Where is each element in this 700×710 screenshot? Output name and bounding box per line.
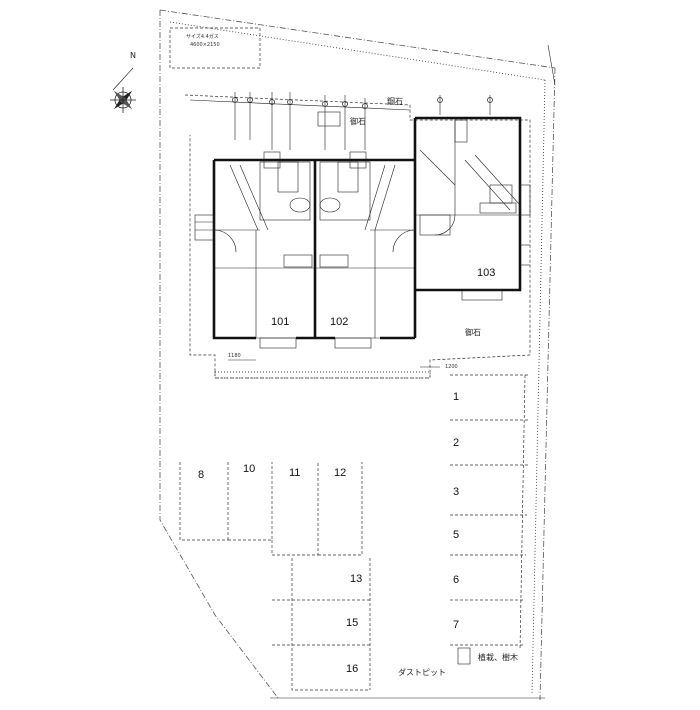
- room-102-label: 102: [330, 316, 348, 328]
- site-boundary: [159, 9, 556, 701]
- meter-box-title: サイズ4.4ガス: [186, 33, 219, 40]
- compass-north-label: N: [130, 51, 136, 60]
- dust-pit-label: ダストピット: [398, 667, 446, 677]
- meter-box-size: 4600×2150: [190, 42, 220, 48]
- parking-slot-13-label: 13: [350, 573, 362, 585]
- parking-lower-row: [272, 558, 371, 691]
- north-marker-line: [112, 67, 134, 91]
- parking-slot-7-label: 7: [453, 619, 459, 631]
- dim-left: 1180: [228, 353, 241, 359]
- paving-label-right: 御石: [465, 327, 481, 337]
- building-block-103: [413, 116, 531, 301]
- parking-slot-3-label: 3: [453, 486, 459, 498]
- parking-slot-15-label: 15: [346, 617, 358, 629]
- parking-right-column: [450, 374, 530, 651]
- compass-rose-icon: N: [110, 51, 136, 113]
- parking-slot-11-label: 11: [289, 467, 300, 479]
- parking-mid-row: [179, 462, 363, 556]
- dimension-marks: 1180 1200: [214, 353, 458, 379]
- utility-lines: [232, 92, 493, 150]
- parking-slot-10-label: 10: [243, 463, 255, 475]
- room-101-label: 101: [271, 316, 289, 328]
- parking-slot-6-label: 6: [453, 574, 459, 586]
- dim-right: 1200: [445, 364, 458, 370]
- parking-slot-2-label: 2: [453, 437, 459, 449]
- parking-slot-8-label: 8: [198, 469, 204, 481]
- parking-slot-12-label: 12: [334, 467, 346, 479]
- hedge-label: 鋼石: [387, 96, 403, 106]
- meter-box: サイズ4.4ガス 4600×2150: [169, 27, 261, 69]
- parking-slot-1-label: 1: [453, 391, 459, 403]
- building-block-101-102: [194, 151, 417, 349]
- dust-pit-area: ダストピット 植栽、樹木: [398, 647, 518, 677]
- paving-label-top: 御石: [350, 116, 366, 126]
- building-perimeter: [184, 94, 531, 379]
- parking-slot-16-label: 16: [346, 663, 358, 675]
- parking-slot-5-label: 5: [453, 529, 459, 541]
- room-103-label: 103: [477, 267, 495, 279]
- planting-label: 植栽、樹木: [478, 652, 518, 662]
